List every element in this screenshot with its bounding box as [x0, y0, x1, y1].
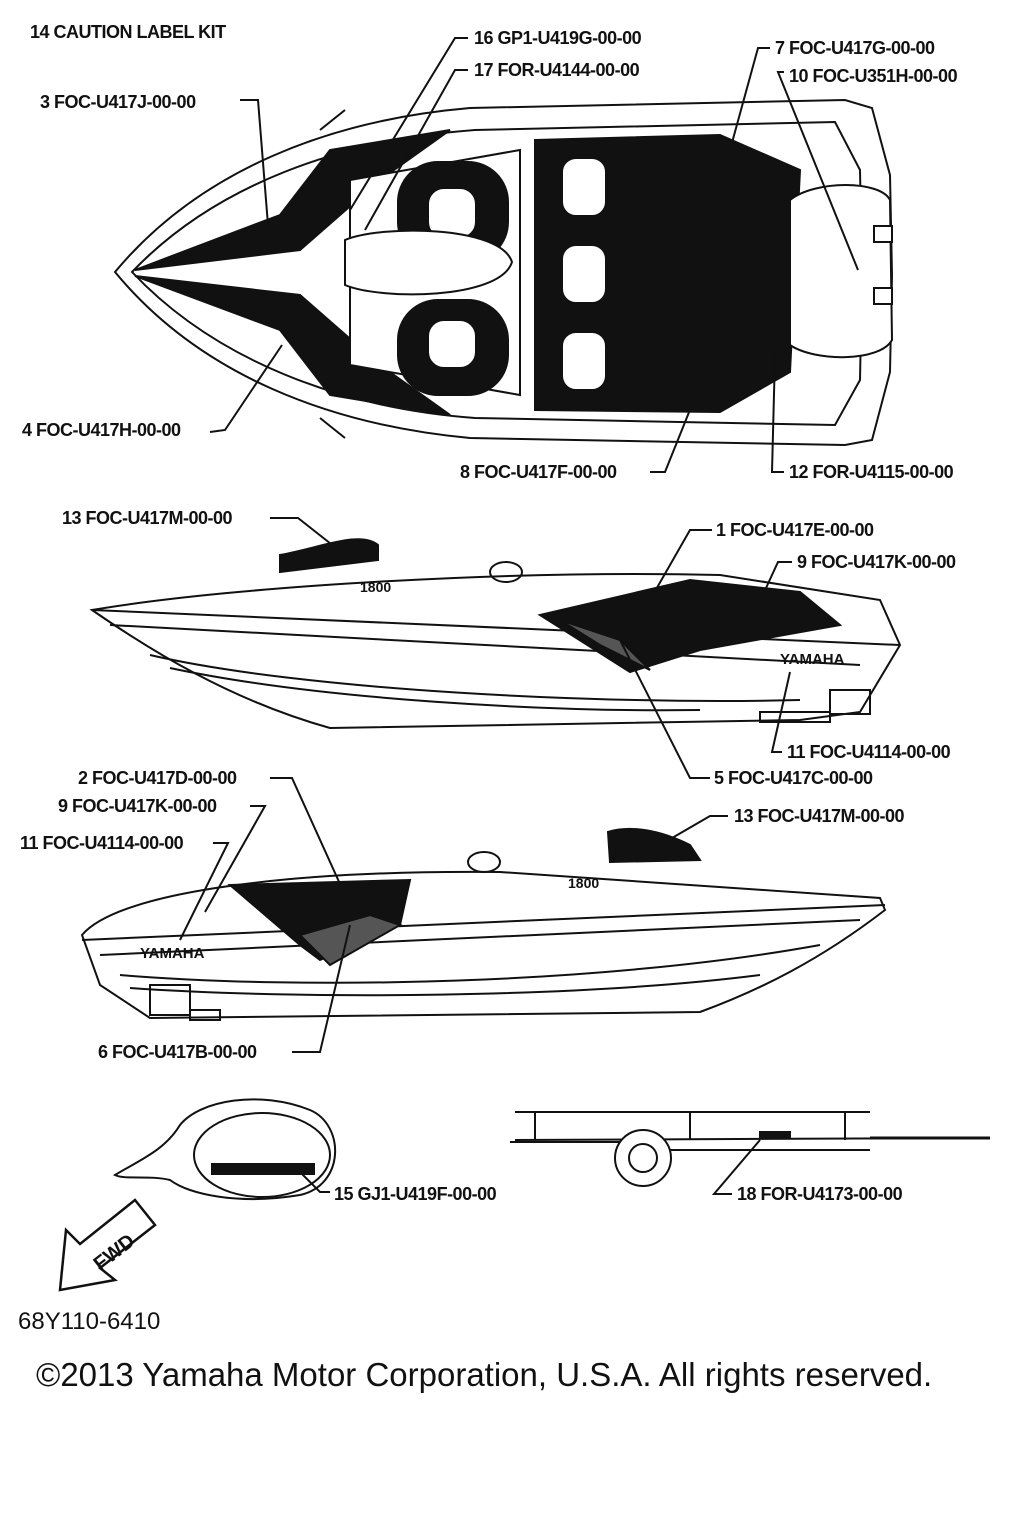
copyright-notice: ©2013 Yamaha Motor Corporation, U.S.A. A… — [36, 1356, 933, 1393]
callout-17: 17 FOR-U4144-00-00 — [474, 60, 640, 80]
callout-14: 14 CAUTION LABEL KIT — [30, 22, 226, 42]
model-decal-upper: 1800 — [360, 579, 391, 595]
trailer-drawing — [510, 1111, 990, 1187]
callout-7: 7 FOC-U417G-00-00 — [775, 38, 935, 58]
callout-9-lower: 9 FOC-U417K-00-00 — [58, 796, 217, 816]
boat-side-view-lower — [80, 827, 887, 1021]
fwd-arrow-icon — [58, 1198, 157, 1292]
callout-2: 2 FOC-U417D-00-00 — [78, 768, 237, 788]
callout-1: 1 FOC-U417E-00-00 — [716, 520, 874, 540]
callout-4: 4 FOC-U417H-00-00 — [22, 420, 181, 440]
callout-11-lower: 11 FOC-U4114-00-00 — [20, 833, 184, 853]
callout-13-lower: 13 FOC-U417M-00-00 — [734, 806, 905, 826]
callout-6: 6 FOC-U417B-00-00 — [98, 1042, 257, 1062]
callout-16: 16 GP1-U419G-00-00 — [474, 28, 642, 48]
callout-11-upper: 11 FOC-U4114-00-00 — [787, 742, 951, 762]
callout-9-upper: 9 FOC-U417K-00-00 — [797, 552, 956, 572]
callout-3: 3 FOC-U417J-00-00 — [40, 92, 196, 112]
callout-12: 12 FOR-U4115-00-00 — [789, 462, 954, 482]
yamaha-decal-upper: YAMAHA — [780, 651, 845, 668]
mirror-drawing — [112, 1098, 337, 1200]
model-decal-lower: 1800 — [568, 875, 599, 891]
callout-8: 8 FOC-U417F-00-00 — [460, 462, 617, 482]
callout-13-upper: 13 FOC-U417M-00-00 — [62, 508, 233, 528]
callout-15: 15 GJ1-U419F-00-00 — [334, 1184, 497, 1204]
callout-18: 18 FOR-U4173-00-00 — [737, 1184, 903, 1204]
leader-lines — [179, 37, 859, 1195]
yamaha-decal-lower: YAMAHA — [140, 945, 205, 962]
callout-5: 5 FOC-U417C-00-00 — [714, 768, 873, 788]
boat-side-view-upper — [89, 538, 902, 730]
diagram-part-code: 68Y110-6410 — [18, 1308, 161, 1335]
callout-10: 10 FOC-U351H-00-00 — [789, 66, 958, 86]
boat-top-view — [113, 98, 894, 447]
